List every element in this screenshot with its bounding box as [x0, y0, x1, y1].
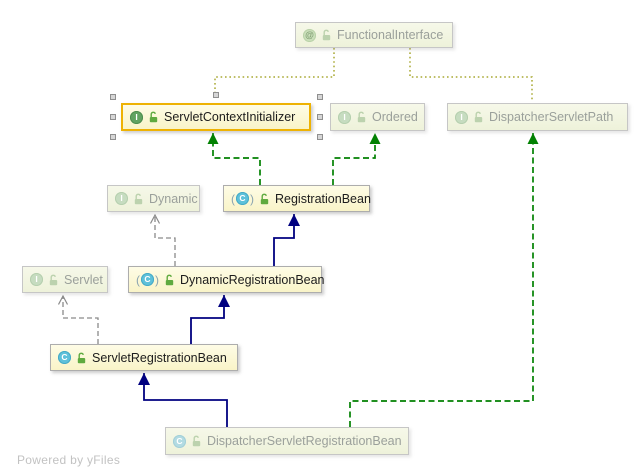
node-label: DispatcherServletPath: [489, 110, 614, 124]
unlocked-lock-icon: [133, 193, 144, 205]
unlocked-lock-icon: [191, 435, 202, 447]
edge-implements-registrationbean-servletcontextinitializer: [207, 133, 261, 185]
interface-icon: I: [455, 110, 468, 124]
edge-extends-dispatcherservletregistrationbean-servletregistrationbean: [138, 373, 228, 427]
unlocked-lock-icon: [148, 111, 159, 123]
node-dispatcher-servlet-registration-bean[interactable]: C DispatcherServletRegistrationBean: [165, 427, 409, 455]
node-label: FunctionalInterface: [337, 28, 444, 42]
selection-handle-top-left[interactable]: [110, 94, 116, 100]
edge-extends-servletregistrationbean-dynamicregistrationbean: [190, 295, 230, 344]
node-servlet-registration-bean[interactable]: C ServletRegistrationBean: [50, 344, 238, 371]
selection-handle-mid-left[interactable]: [110, 114, 116, 120]
powered-by-yfiles-label: Powered by yFiles: [17, 453, 121, 467]
selection-handle-bottom-left[interactable]: [110, 134, 116, 140]
abstract-class-icon: C: [231, 192, 254, 206]
node-ordered[interactable]: I Ordered: [330, 103, 425, 131]
node-servlet-context-initializer[interactable]: I ServletContextInitializer: [121, 103, 311, 131]
interface-icon: I: [130, 110, 143, 124]
selection-handle-top-right[interactable]: [317, 94, 323, 100]
node-label: DynamicRegistrationBean: [180, 272, 325, 287]
unlocked-lock-icon: [164, 274, 175, 286]
node-dynamic-registration-bean[interactable]: C DynamicRegistrationBean: [128, 266, 325, 293]
node-registration-bean[interactable]: C RegistrationBean: [223, 185, 371, 212]
node-label: Servlet: [64, 272, 103, 287]
edge-implements-dispatcherservletregistrationbean-dispatcherservletpath: [349, 133, 539, 427]
selection-handle-top-center[interactable]: [213, 92, 219, 98]
node-label: Dynamic: [149, 191, 198, 206]
interface-icon: I: [115, 192, 128, 205]
unlocked-lock-icon: [48, 274, 59, 286]
class-icon: C: [58, 351, 71, 364]
unlocked-lock-icon: [259, 193, 270, 205]
edge-implements-servletregistrationbean-servlet: [63, 296, 99, 344]
interface-icon: I: [30, 273, 43, 286]
selection-handle-bottom-right[interactable]: [317, 134, 323, 140]
edge-implements-registrationbean-ordered: [332, 133, 381, 185]
node-dynamic[interactable]: I Dynamic: [107, 185, 200, 212]
annotation-icon: @: [303, 28, 316, 42]
unlocked-lock-icon: [473, 111, 484, 123]
edge-annotation-functionalinterface-dispatcherservletpath: [409, 48, 533, 101]
unlocked-lock-icon: [356, 111, 367, 123]
node-functional-interface[interactable]: @ FunctionalInterface: [295, 22, 453, 48]
node-label: ServletContextInitializer: [164, 110, 296, 124]
interface-icon: I: [338, 110, 351, 124]
node-label: Ordered: [372, 110, 418, 124]
abstract-class-icon: C: [136, 273, 159, 287]
selection-handle-mid-right[interactable]: [317, 114, 323, 120]
node-label: RegistrationBean: [275, 191, 371, 206]
node-dispatcher-servlet-path[interactable]: I DispatcherServletPath: [447, 103, 628, 131]
node-label: DispatcherServletRegistrationBean: [207, 434, 402, 448]
node-servlet[interactable]: I Servlet: [22, 266, 108, 293]
class-icon: C: [173, 434, 186, 448]
unlocked-lock-icon: [76, 352, 87, 364]
edge-extends-dynamicregistrationbean-registrationbean: [273, 214, 300, 266]
node-label: ServletRegistrationBean: [92, 350, 227, 365]
edge-annotation-functionalinterface-servletcontextinitializer: [214, 48, 335, 94]
edge-implements-dynamicregistrationbean-dynamic: [155, 215, 176, 266]
unlocked-lock-icon: [321, 29, 332, 41]
